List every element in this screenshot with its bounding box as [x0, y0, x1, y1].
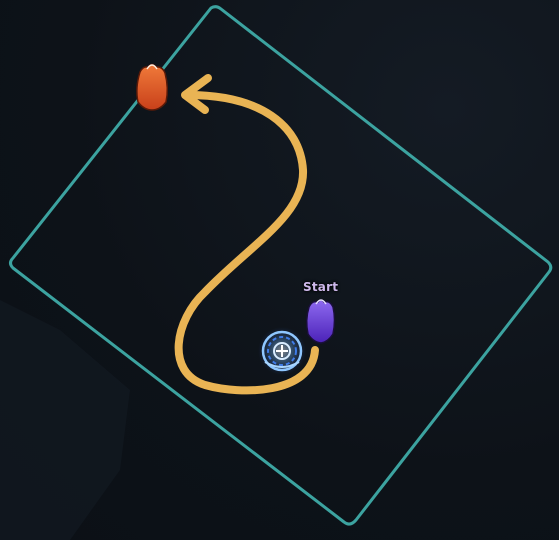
area-outline — [9, 5, 553, 526]
purple-player-marker-icon — [305, 299, 336, 344]
orange-player-marker-icon — [136, 63, 169, 111]
blue-ability-circle-icon — [258, 327, 306, 375]
route-path — [174, 91, 319, 395]
start-label: Start — [303, 280, 339, 294]
route-arrowhead — [181, 74, 212, 114]
terrain-shadow — [0, 300, 130, 540]
